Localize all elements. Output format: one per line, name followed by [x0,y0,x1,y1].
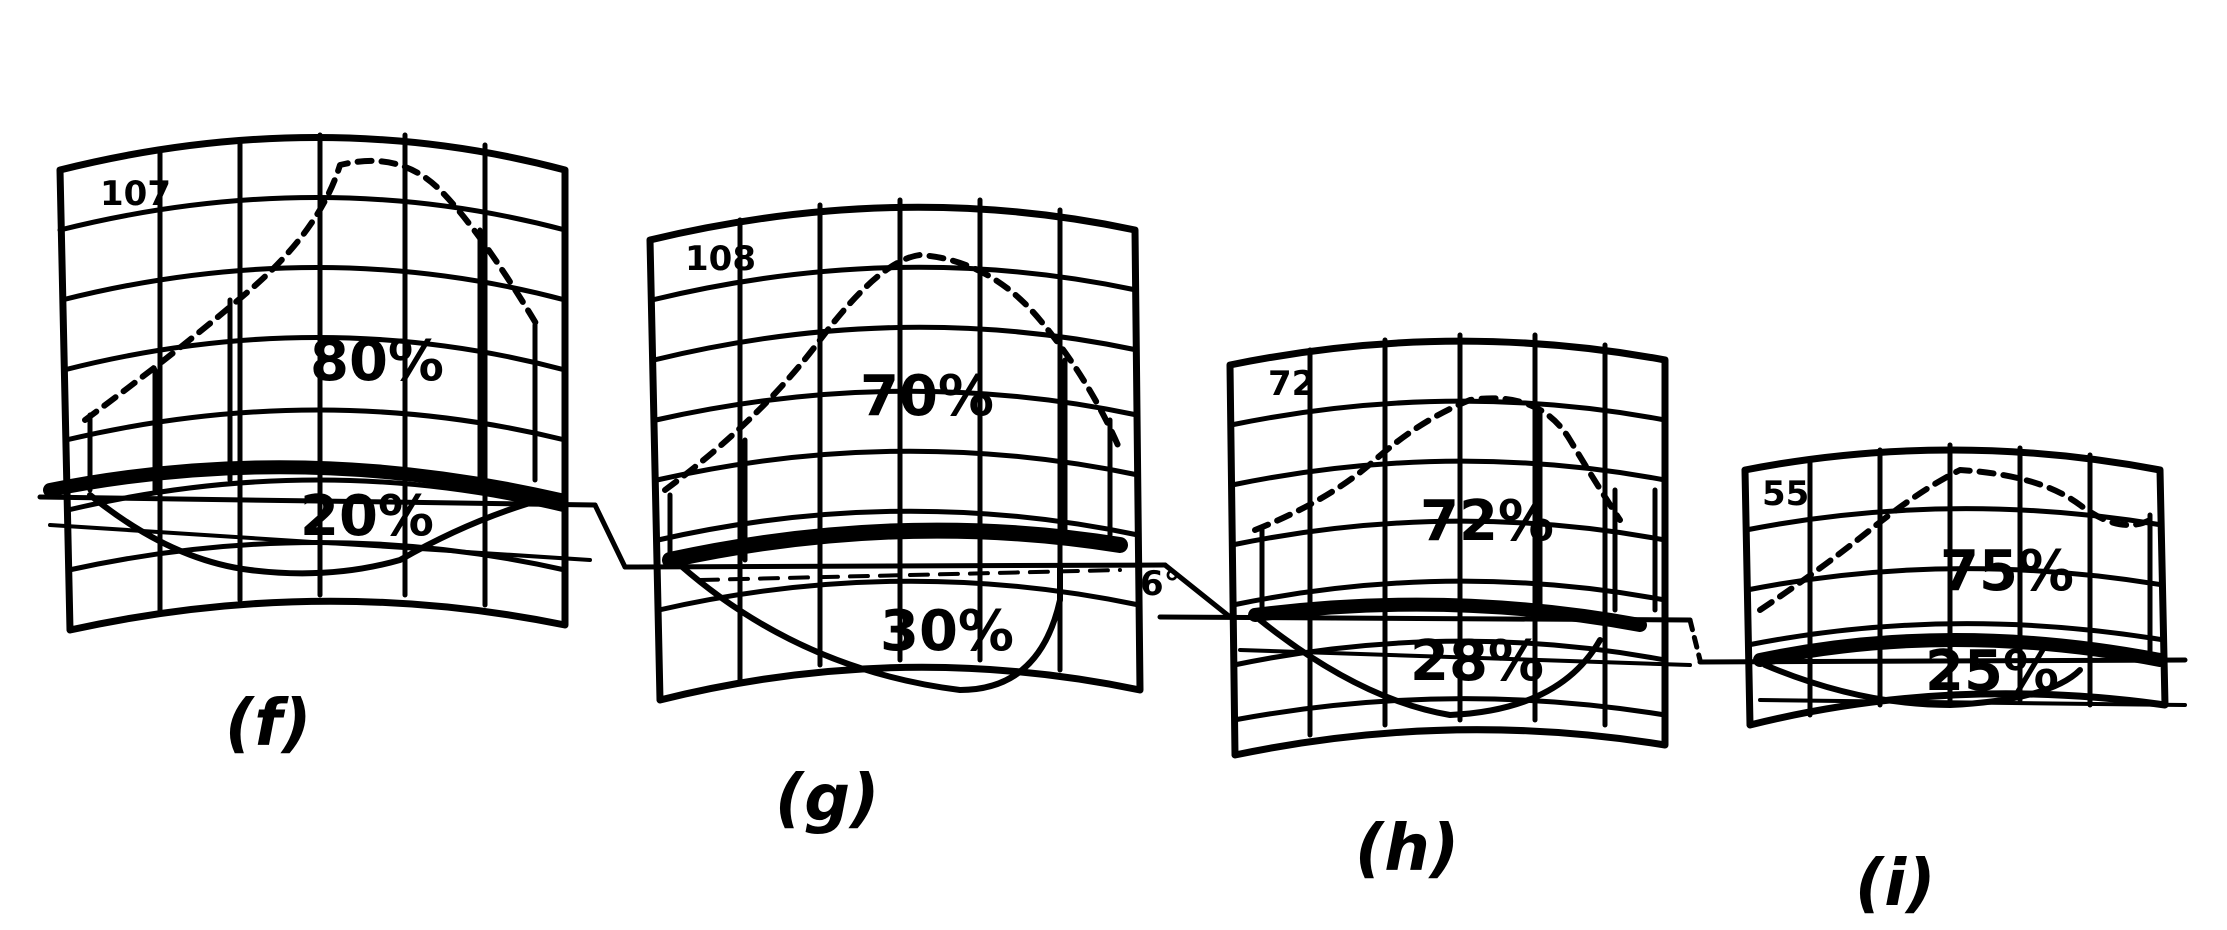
panel-h-axis-line [1157,614,1693,623]
panel-h-upper-percent: 72% [1420,489,1554,554]
panel-i [1697,442,2188,729]
panel-f-lower-percent: 20% [300,484,434,549]
panel-f [37,132,598,634]
panel-i-lower-curve [1762,662,2083,708]
panel-h-number: 72 [1268,364,1315,404]
panel-h-upper-stems [1259,407,1658,618]
panel-g-upper-curve [662,252,1123,493]
panel-h-lower-percent: 28% [1410,629,1544,694]
panel-i-baseline [1753,633,2167,667]
panel-i-upper-curve [1757,467,2153,613]
panel-h-lower-curve [1257,617,1603,718]
panel-g-axis-line [622,562,1168,570]
panel-labels: 107 80% 20% (f) 108 70% 30% (g) 6° 72 72… [100,174,2074,921]
panel-f-lower-guide [48,523,592,562]
panel-g-caption: (g) [775,762,879,836]
panel-g [622,197,1168,704]
panel-h-lower-guide [1238,648,1692,667]
panel-g-grid [649,197,1142,683]
panel-h-frame [1226,337,1669,759]
panel-i-axis-line [1697,657,2188,665]
panel-g-upper-percent: 70% [860,364,994,429]
panel-connectors [592,502,1703,663]
panel-f-caption: (f) [225,687,311,761]
panel-i-lower-percent: 25% [1925,639,2059,704]
panel-f-upper-percent: 80% [310,329,444,394]
panel-h-caption: (h) [1355,812,1459,886]
panel-f-number: 107 [100,174,171,214]
panel-f-baseline [43,460,567,507]
panel-g-lower-percent: 30% [880,599,1014,664]
panel-i-upper-percent: 75% [1940,539,2074,604]
panel-i-caption: (i) [1855,847,1935,921]
panel-f-axis-line [37,494,598,508]
panel-h-baseline [1248,597,1647,632]
panel-f-upper-curve [82,157,543,423]
panel-f-lower-curve [87,492,543,577]
panel-f-grid [57,132,568,613]
panel-i-number: 55 [1762,474,1809,514]
panel-g-dash-guide [698,568,1122,582]
panel-g-lower-curve [677,562,1063,693]
panel-g-baseline [662,522,1128,568]
panel-i-lower-guide [1758,698,2187,707]
angle-mark: 6° [1140,564,1181,604]
panel-h [1157,332,1693,759]
panel-g-number: 108 [685,239,756,279]
panel-h-upper-curve [1252,395,1623,533]
panel-g-frame [646,203,1144,704]
panel-f-frame [56,134,569,634]
